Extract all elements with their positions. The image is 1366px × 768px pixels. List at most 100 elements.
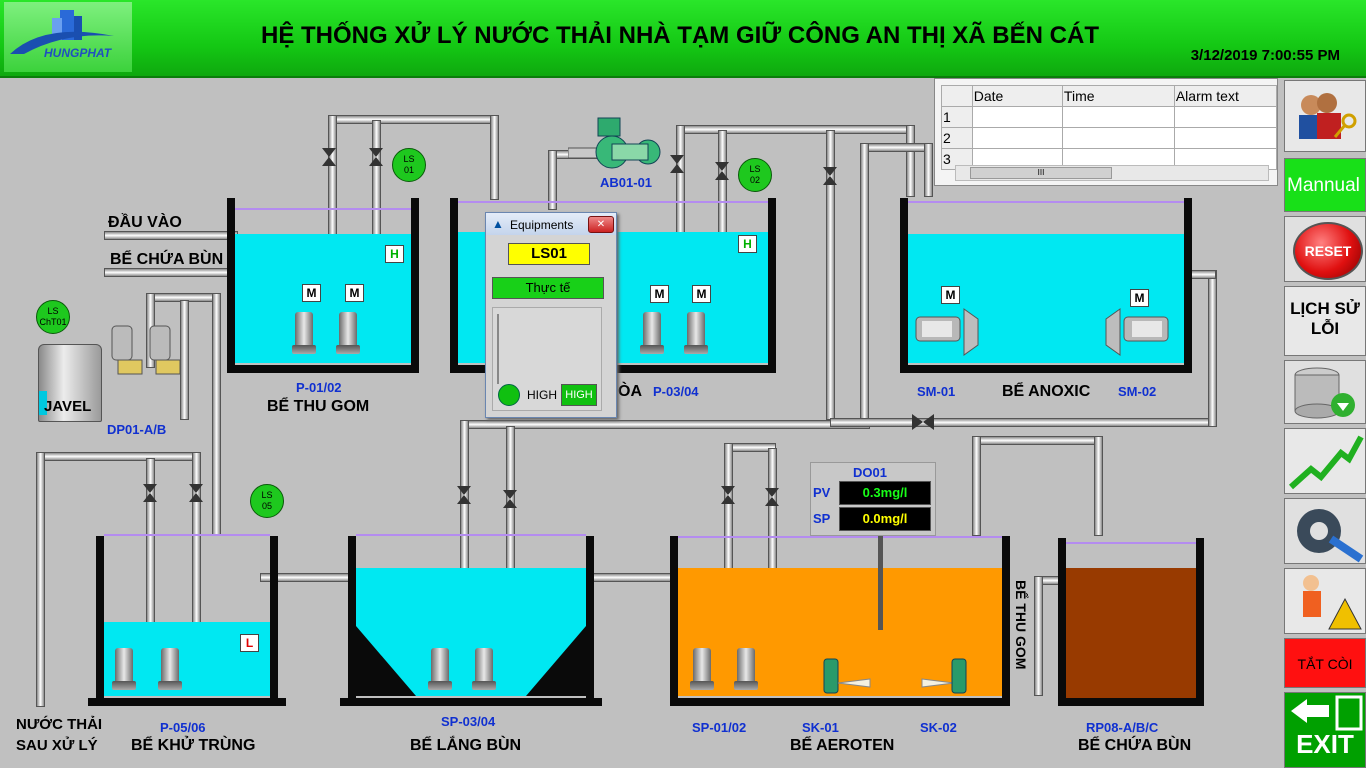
alarm-panel: Date Time Alarm text 1 2 3 III (934, 78, 1278, 186)
popup-titlebar[interactable]: ▲ Equipments ✕ (486, 213, 616, 235)
motor-status[interactable]: M (1130, 289, 1149, 307)
tank-name: BỂ AEROTEN (790, 737, 895, 754)
pump-icon[interactable] (472, 648, 496, 692)
mode-button[interactable]: Thực tế (492, 277, 604, 299)
mixer-icon[interactable] (1102, 305, 1172, 357)
alarm-row-number: 3 (941, 148, 973, 170)
valve-icon[interactable] (670, 155, 684, 173)
javel-tank[interactable] (38, 344, 102, 422)
page-title: HỆ THỐNG XỬ LÝ NƯỚC THẢI NHÀ TẠM GIỮ CÔN… (261, 22, 1099, 49)
alarm-row-number: 1 (941, 106, 973, 128)
company-logo: HUNGPHAT (4, 2, 132, 72)
header-bar (0, 0, 1366, 78)
motor-status[interactable]: M (302, 284, 321, 302)
level-indicator-high: H (385, 245, 404, 263)
valve-icon[interactable] (457, 486, 471, 504)
reset-button-frame: RESET (1284, 216, 1366, 282)
mute-horn-button[interactable]: TẮT CÒI (1284, 638, 1366, 688)
alarm-col-date: Date (971, 85, 1063, 107)
pipe (1094, 436, 1103, 536)
chemical-tank-label: JAVEL (44, 398, 92, 415)
exit-button[interactable]: EXIT (1284, 692, 1366, 768)
scroll-thumb[interactable]: III (970, 167, 1112, 179)
motor-status[interactable]: M (941, 286, 960, 304)
tank-name: BỂ LẮNG BÙN (410, 737, 522, 754)
dosing-pump-icon[interactable] (108, 322, 188, 380)
pump-icon[interactable] (684, 312, 708, 356)
pipe (972, 436, 981, 536)
trend-chart-icon (1288, 435, 1364, 490)
aerator-icon[interactable] (920, 655, 974, 701)
valve-icon[interactable] (143, 484, 157, 502)
state-indicator: HIGH (561, 384, 597, 406)
pump-icon[interactable] (428, 648, 452, 692)
date-time-display: 3/12/2019 7:00:55 PM (1190, 47, 1340, 64)
pump-icon[interactable] (336, 312, 360, 356)
user-login-button[interactable] (1284, 80, 1366, 152)
pump-icon[interactable] (158, 648, 182, 692)
valve-icon[interactable] (715, 162, 729, 180)
equipment-popup[interactable]: ▲ Equipments ✕ LS01 Thực tế HIGH HIGH (485, 212, 617, 418)
side-label: BỂ THU GOM (1013, 580, 1029, 670)
pv-label: PV (813, 485, 831, 500)
pump-label: SP-03/04 (441, 714, 496, 729)
pipe (36, 452, 200, 461)
alarm-table[interactable]: Date Time Alarm text 1 2 3 (941, 85, 1278, 170)
pipe (1034, 576, 1043, 696)
tank-name: BỂ ANOXIC (1002, 383, 1091, 400)
manual-mode-button[interactable]: Mannual (1284, 158, 1366, 212)
valve-icon[interactable] (765, 488, 779, 506)
pipe (830, 418, 1215, 427)
pump-icon[interactable] (292, 312, 316, 356)
alarm-scrollbar[interactable]: III (955, 165, 1269, 181)
trend-button[interactable] (1284, 428, 1366, 494)
pipe (860, 143, 932, 152)
popup-title: Equipments (510, 218, 574, 232)
motor-status[interactable]: M (650, 285, 669, 303)
status-lamp-icon (498, 384, 520, 406)
maintenance-button[interactable] (1284, 568, 1366, 634)
pump-label: P-01/02 (296, 380, 342, 395)
popup-app-icon: ▲ (492, 217, 504, 231)
valve-icon[interactable] (369, 148, 383, 166)
pipe (212, 293, 221, 536)
sp-value[interactable]: 0.0mg/l (839, 507, 931, 531)
motor-status[interactable]: M (692, 285, 711, 303)
valve-icon[interactable] (503, 490, 517, 508)
do-probe (878, 536, 883, 630)
motor-status[interactable]: M (345, 284, 364, 302)
mixer-icon[interactable] (912, 305, 982, 357)
pipe (924, 143, 933, 197)
valve-icon[interactable] (322, 148, 336, 166)
pump-icon[interactable] (690, 648, 714, 692)
mixer-label: SM-02 (1118, 384, 1157, 399)
valve-icon[interactable] (912, 414, 934, 430)
pump-label: P-05/06 (160, 720, 206, 735)
reset-button[interactable]: RESET (1293, 222, 1363, 280)
user-key-icon (1299, 93, 1357, 139)
database-button[interactable] (1284, 360, 1366, 424)
pump-icon[interactable] (112, 648, 136, 692)
close-button[interactable]: ✕ (588, 216, 614, 233)
tank-settling (340, 534, 602, 706)
pipe (460, 420, 870, 429)
aerator-icon[interactable] (818, 655, 872, 701)
do-meter-panel[interactable]: DO01 PV 0.3mg/l SP 0.0mg/l (810, 462, 936, 536)
pump-icon[interactable] (640, 312, 664, 356)
pump-label: RP08-A/B/C (1086, 720, 1159, 735)
valve-icon[interactable] (721, 486, 735, 504)
valve-icon[interactable] (823, 167, 837, 185)
aerator-label: SK-01 (802, 720, 839, 735)
blower-icon[interactable] (567, 114, 666, 172)
popup-content: HIGH HIGH (492, 307, 602, 411)
settings-button[interactable] (1284, 498, 1366, 564)
pump-icon[interactable] (734, 648, 758, 692)
tank-name: BỂ KHỬ TRÙNG (131, 737, 256, 754)
pump-label: P-03/04 (653, 384, 699, 399)
valve-icon[interactable] (189, 484, 203, 502)
